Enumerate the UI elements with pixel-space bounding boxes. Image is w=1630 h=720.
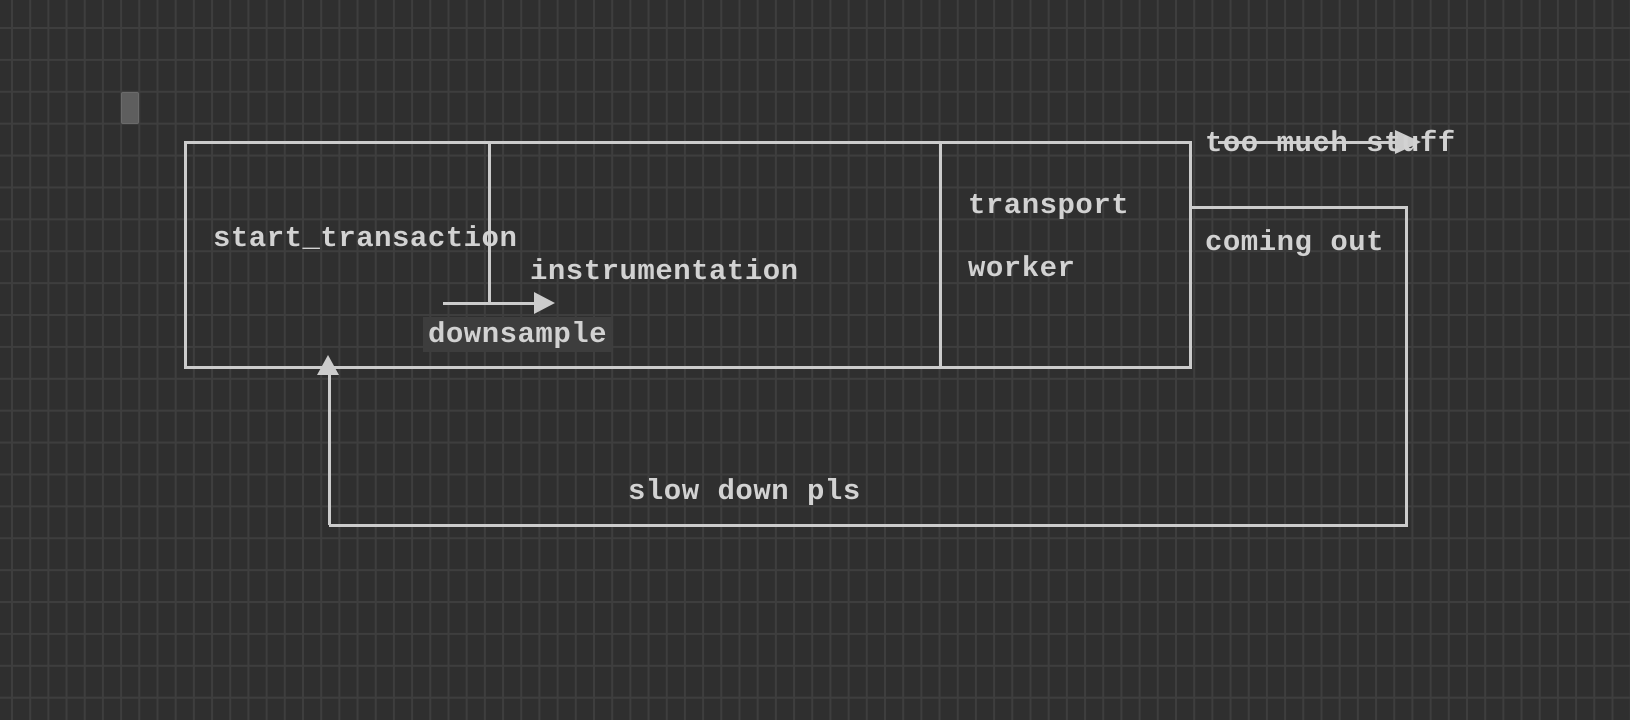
start-transaction-label[interactable]: start_transaction	[213, 222, 518, 255]
stage-separator-line[interactable]	[488, 141, 491, 305]
transport-divider-line[interactable]	[939, 141, 942, 369]
output-note-label[interactable]: too much stuff coming out	[1205, 61, 1456, 325]
pipeline-box-bottom-edge[interactable]	[185, 366, 1192, 369]
pipeline-box-top-edge[interactable]	[185, 141, 1192, 144]
feedback-loop-top-segment[interactable]	[1192, 206, 1408, 209]
feedback-loop-left-segment[interactable]	[328, 374, 331, 525]
downsample-label[interactable]: downsample	[423, 317, 613, 352]
feedback-loop-right-segment[interactable]	[1405, 206, 1408, 527]
text-cursor	[121, 92, 139, 124]
worker-label[interactable]: worker	[968, 252, 1076, 285]
pipeline-box-right-edge[interactable]	[1189, 141, 1192, 369]
output-note-line2: coming out	[1205, 226, 1385, 259]
feedback-note-label[interactable]: slow down pls	[628, 475, 861, 508]
pipeline-box-left-edge[interactable]	[184, 141, 187, 369]
arrow-right-icon	[534, 292, 555, 314]
instrumentation-label[interactable]: instrumentation	[530, 255, 799, 288]
transport-label[interactable]: transport	[968, 189, 1130, 222]
output-arrow-line[interactable]	[1218, 141, 1396, 144]
arrow-right-icon	[1395, 130, 1421, 154]
downsample-arrow-line[interactable]	[443, 302, 535, 305]
arrow-up-icon	[317, 355, 339, 375]
output-note-line1: too much stuff	[1205, 127, 1456, 160]
feedback-loop-bottom-segment[interactable]	[329, 524, 1407, 527]
